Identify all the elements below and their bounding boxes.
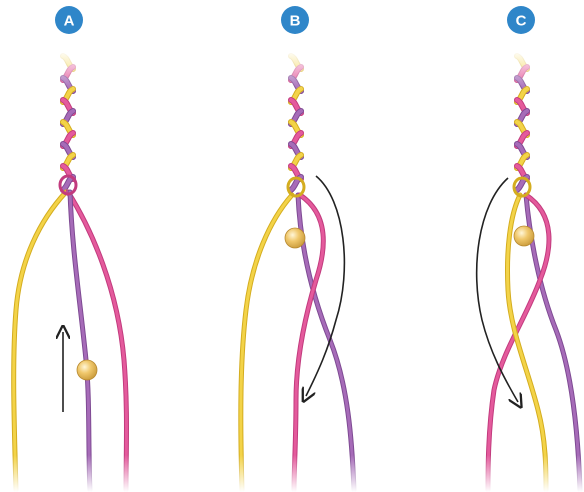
panel-a (14, 56, 127, 490)
cords-c (488, 195, 580, 490)
cords-a (14, 192, 127, 490)
panel-b (241, 56, 354, 490)
bead-c (514, 226, 534, 246)
badge-c: C (507, 6, 535, 34)
badge-label-c: C (516, 13, 527, 30)
bead-b (285, 228, 305, 248)
purple-cord-b (298, 195, 354, 490)
badge-label-a: A (64, 13, 75, 30)
top-fade (0, 50, 584, 90)
yellow-cord-a (14, 192, 66, 490)
pink-cord-a (68, 192, 127, 490)
bottom-fade (0, 455, 584, 492)
badge-b: B (281, 6, 309, 34)
purple-cord-c (526, 195, 580, 490)
yellow-cord-b (241, 195, 292, 490)
badge-label-b: B (290, 13, 301, 30)
badge-a: A (55, 6, 83, 34)
bead-a (77, 360, 97, 380)
panel-c (477, 56, 580, 490)
